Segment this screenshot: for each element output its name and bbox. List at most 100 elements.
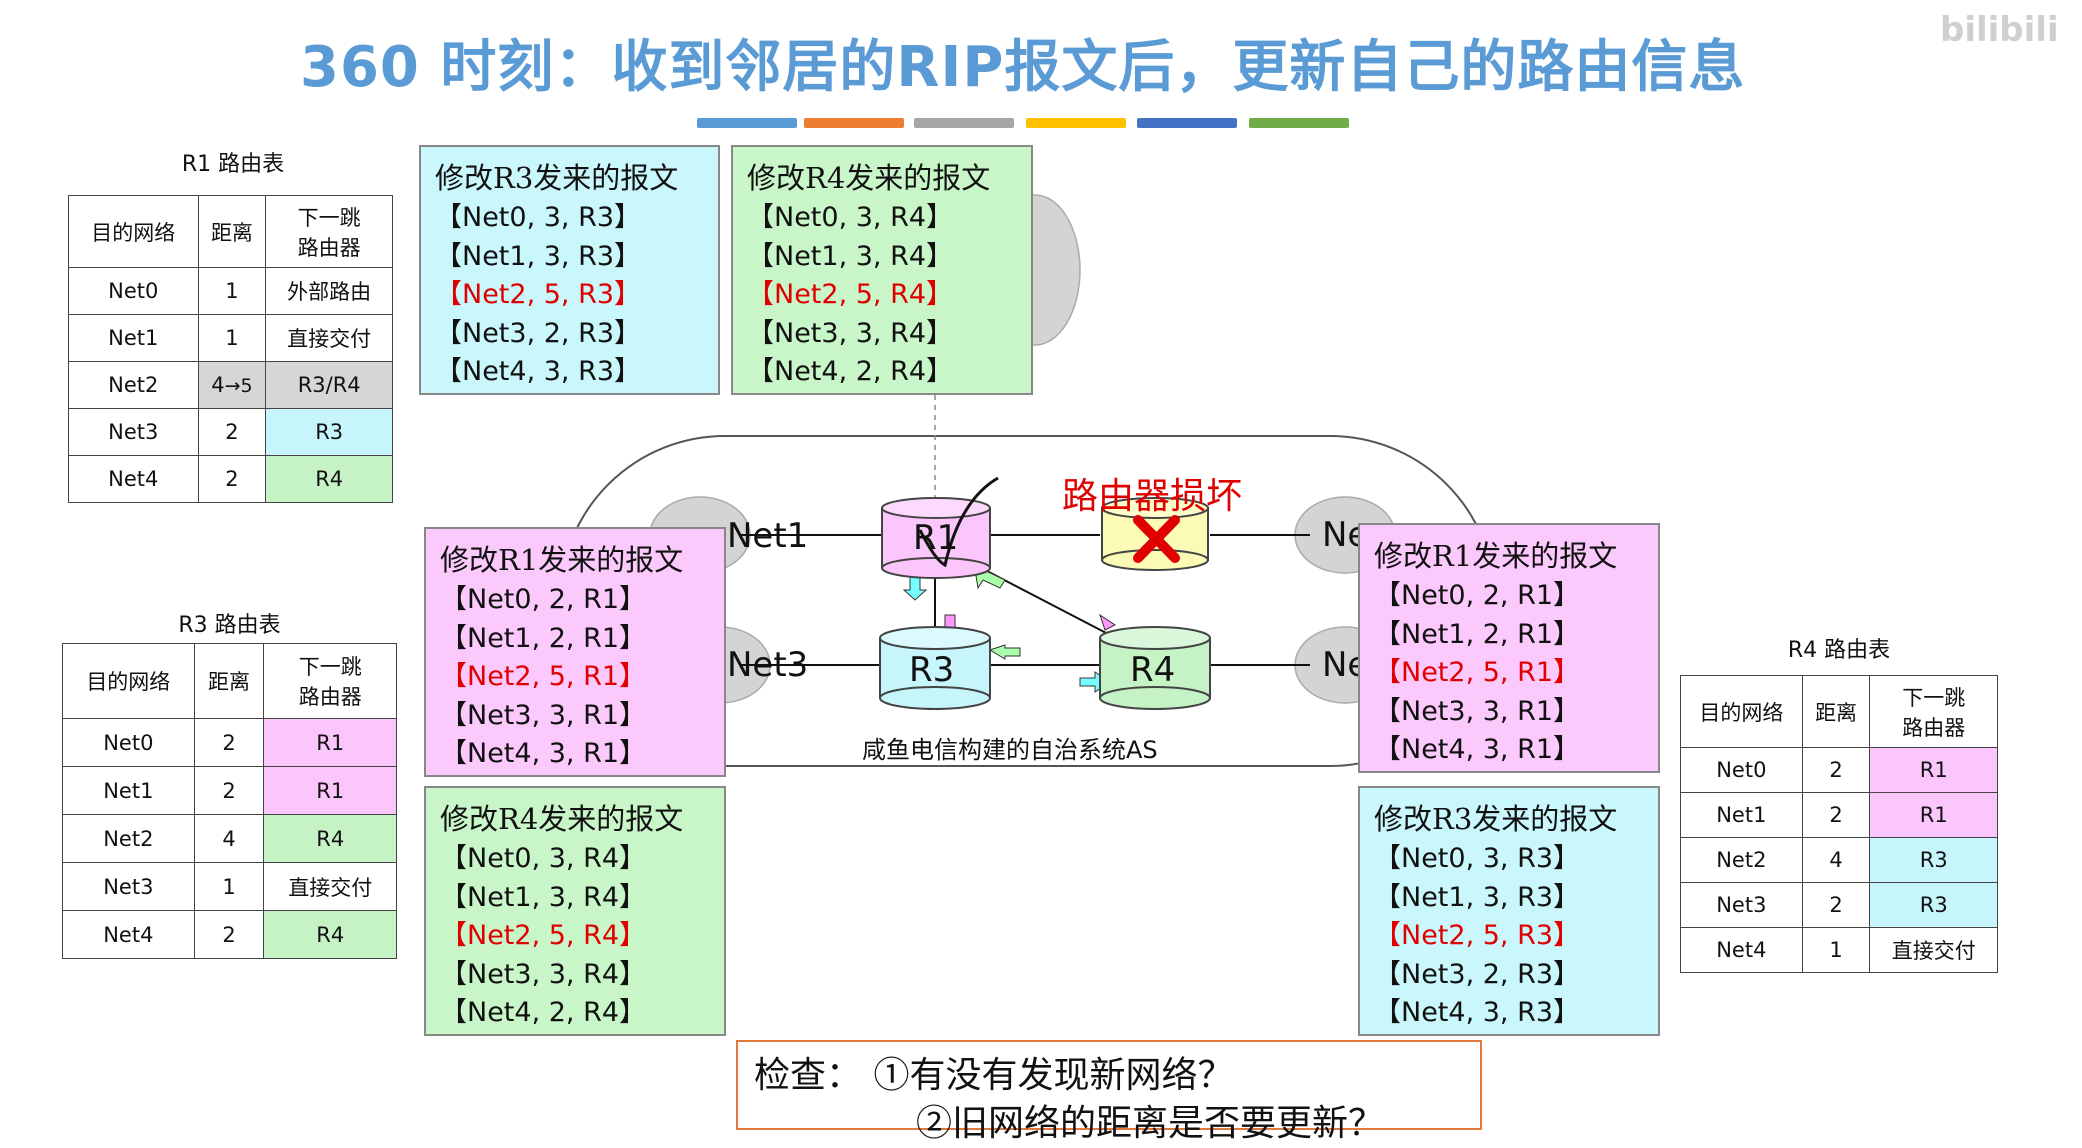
col-hop: 下一跳路由器	[265, 195, 393, 268]
r4-table-caption: R4 路由表	[1787, 638, 1891, 663]
msg-line: 【Net0, 3, R4】	[440, 843, 647, 874]
check-line-1: 检查： ①有没有发现新网络？	[754, 1055, 1234, 1096]
col-dest: 目的网络	[1680, 675, 1803, 748]
msg-line: 【Net4, 2, R4】	[747, 356, 954, 387]
cell-net: Net3	[68, 408, 199, 456]
cell-hop: R3/R4	[265, 361, 393, 409]
msg-title: 修改R3发来的报文	[1374, 802, 1618, 836]
cell-hop: R1	[263, 718, 397, 767]
cell-net: Net0	[62, 718, 195, 767]
cell-dist: 2	[197, 408, 267, 456]
cell-net: Net4	[1680, 927, 1803, 973]
msg-line: 【Net1, 3, R3】	[1374, 881, 1581, 913]
msg-line: 【Net2, 5, R3】	[435, 279, 642, 310]
cell-dist: 2	[193, 910, 265, 959]
cloud-net3-label: Net3	[727, 645, 809, 685]
cell-net: Net4	[62, 910, 195, 959]
msg-line: 【Net4, 3, R1】	[1374, 734, 1581, 765]
cell-hop: R3	[1869, 837, 1998, 883]
cell-dist: 2	[1801, 792, 1871, 838]
router-r1-label: R1	[913, 518, 959, 558]
msg-line: 【Net0, 3, R3】	[1374, 843, 1581, 874]
cell-dist: 2	[1801, 882, 1871, 928]
cell-net: Net2	[62, 814, 195, 863]
msg-line: 【Net2, 5, R4】	[747, 279, 954, 310]
cell-dist: 1	[197, 267, 267, 315]
checkmark-icon	[918, 476, 999, 568]
color-bar	[1026, 118, 1126, 128]
color-bar	[1249, 118, 1349, 128]
check-questions-box: 检查： ①有没有发现新网络？ ②旧网络的距离是否要更新？	[736, 1040, 1482, 1144]
msg-line: 【Net3, 3, R1】	[440, 699, 647, 731]
msg-line: 【Net1, 3, R3】	[435, 240, 642, 272]
as-label: 咸鱼电信构建的自治系统AS	[862, 736, 1158, 764]
msg-line: 【Net3, 2, R3】	[1374, 958, 1581, 990]
cell-hop: R1	[263, 766, 397, 815]
col-dist: 距离	[193, 643, 265, 719]
broken-x-icon	[1133, 515, 1180, 563]
cell-net: Net1	[68, 314, 199, 362]
cell-dist: 4→5	[197, 361, 267, 409]
msg-title: 修改R1发来的报文	[440, 543, 684, 577]
msg-title: 修改R1发来的报文	[1374, 539, 1618, 573]
color-bar	[1137, 118, 1237, 128]
msg-line: 【Net3, 2, R3】	[435, 317, 642, 349]
cell-dist: 4	[1801, 837, 1871, 883]
msg-from-r4-top: 修改R4发来的报文 【Net0, 3, R4】 【Net1, 3, R4】 【N…	[731, 145, 1033, 395]
msg-line: 【Net0, 2, R1】	[1374, 580, 1581, 611]
slide-title: 360 时刻：收到邻居的RIP报文后，更新自己的路由信息	[300, 35, 1746, 100]
watermark-logo: bilibili	[1940, 10, 2059, 50]
cell-hop: 直接交付	[1869, 927, 1998, 973]
msg-line: 【Net4, 3, R3】	[435, 356, 642, 387]
msg-line: 【Net1, 2, R1】	[1374, 618, 1581, 650]
msg-title: 修改R3发来的报文	[435, 161, 679, 195]
msg-line: 【Net1, 3, R4】	[440, 881, 647, 913]
distance-update-annotation: →5	[224, 375, 253, 397]
cell-net: Net1	[1680, 792, 1803, 838]
cell-dist: 1	[193, 862, 265, 911]
r1-table-caption: R1 路由表	[181, 152, 285, 177]
msg-line: 【Net4, 3, R1】	[440, 738, 647, 769]
msg-from-r4-left: 修改R4发来的报文 【Net0, 3, R4】 【Net1, 3, R4】 【N…	[424, 786, 726, 1036]
msg-line: 【Net2, 5, R1】	[1374, 657, 1581, 688]
cell-net: Net1	[62, 766, 195, 815]
cell-net: Net3	[1680, 882, 1803, 928]
cell-net: Net3	[62, 862, 195, 911]
msg-from-r3-top: 修改R3发来的报文 【Net0, 3, R3】 【Net1, 3, R3】 【N…	[419, 145, 720, 395]
router-broken-label: 路由器损坏	[1062, 476, 1243, 517]
msg-line: 【Net0, 3, R4】	[747, 202, 954, 233]
msg-title: 修改R4发来的报文	[747, 161, 991, 195]
cell-dist: 2	[193, 766, 265, 815]
cell-net: Net0	[68, 267, 199, 315]
col-hop: 下一跳路由器	[1869, 675, 1998, 748]
msg-line: 【Net1, 3, R4】	[747, 240, 954, 272]
cell-dist: 4	[193, 814, 265, 863]
check-line-2: ②旧网络的距离是否要更新？	[916, 1103, 1385, 1144]
cell-hop: 直接交付	[263, 862, 397, 911]
cell-hop: R4	[263, 814, 397, 863]
router-r3-label: R3	[909, 650, 955, 690]
cell-dist: 1	[1801, 927, 1871, 973]
cell-dist: 2	[197, 455, 267, 503]
msg-line: 【Net3, 3, R1】	[1374, 695, 1581, 727]
cell-net: Net2	[1680, 837, 1803, 883]
msg-line: 【Net2, 5, R3】	[1374, 920, 1581, 951]
cell-hop: R4	[263, 910, 397, 959]
cell-net: Net0	[1680, 747, 1803, 793]
cloud-net1-label: Net1	[727, 516, 809, 556]
msg-line: 【Net2, 5, R4】	[440, 920, 647, 951]
cell-hop: R1	[1869, 792, 1998, 838]
cell-hop: 外部路由	[265, 267, 393, 315]
cell-hop: R3	[1869, 882, 1998, 928]
msg-from-r1-left: 修改R1发来的报文 【Net0, 2, R1】 【Net1, 2, R1】 【N…	[424, 527, 726, 777]
col-dist: 距离	[1801, 675, 1871, 748]
col-dest: 目的网络	[62, 643, 195, 719]
cell-hop: R4	[265, 455, 393, 503]
cell-net: Net4	[68, 455, 199, 503]
msg-line: 【Net1, 2, R1】	[440, 622, 647, 654]
cell-dist: 2	[193, 718, 265, 767]
msg-line: 【Net2, 5, R1】	[440, 661, 647, 692]
router-r4-label: R4	[1130, 650, 1176, 690]
